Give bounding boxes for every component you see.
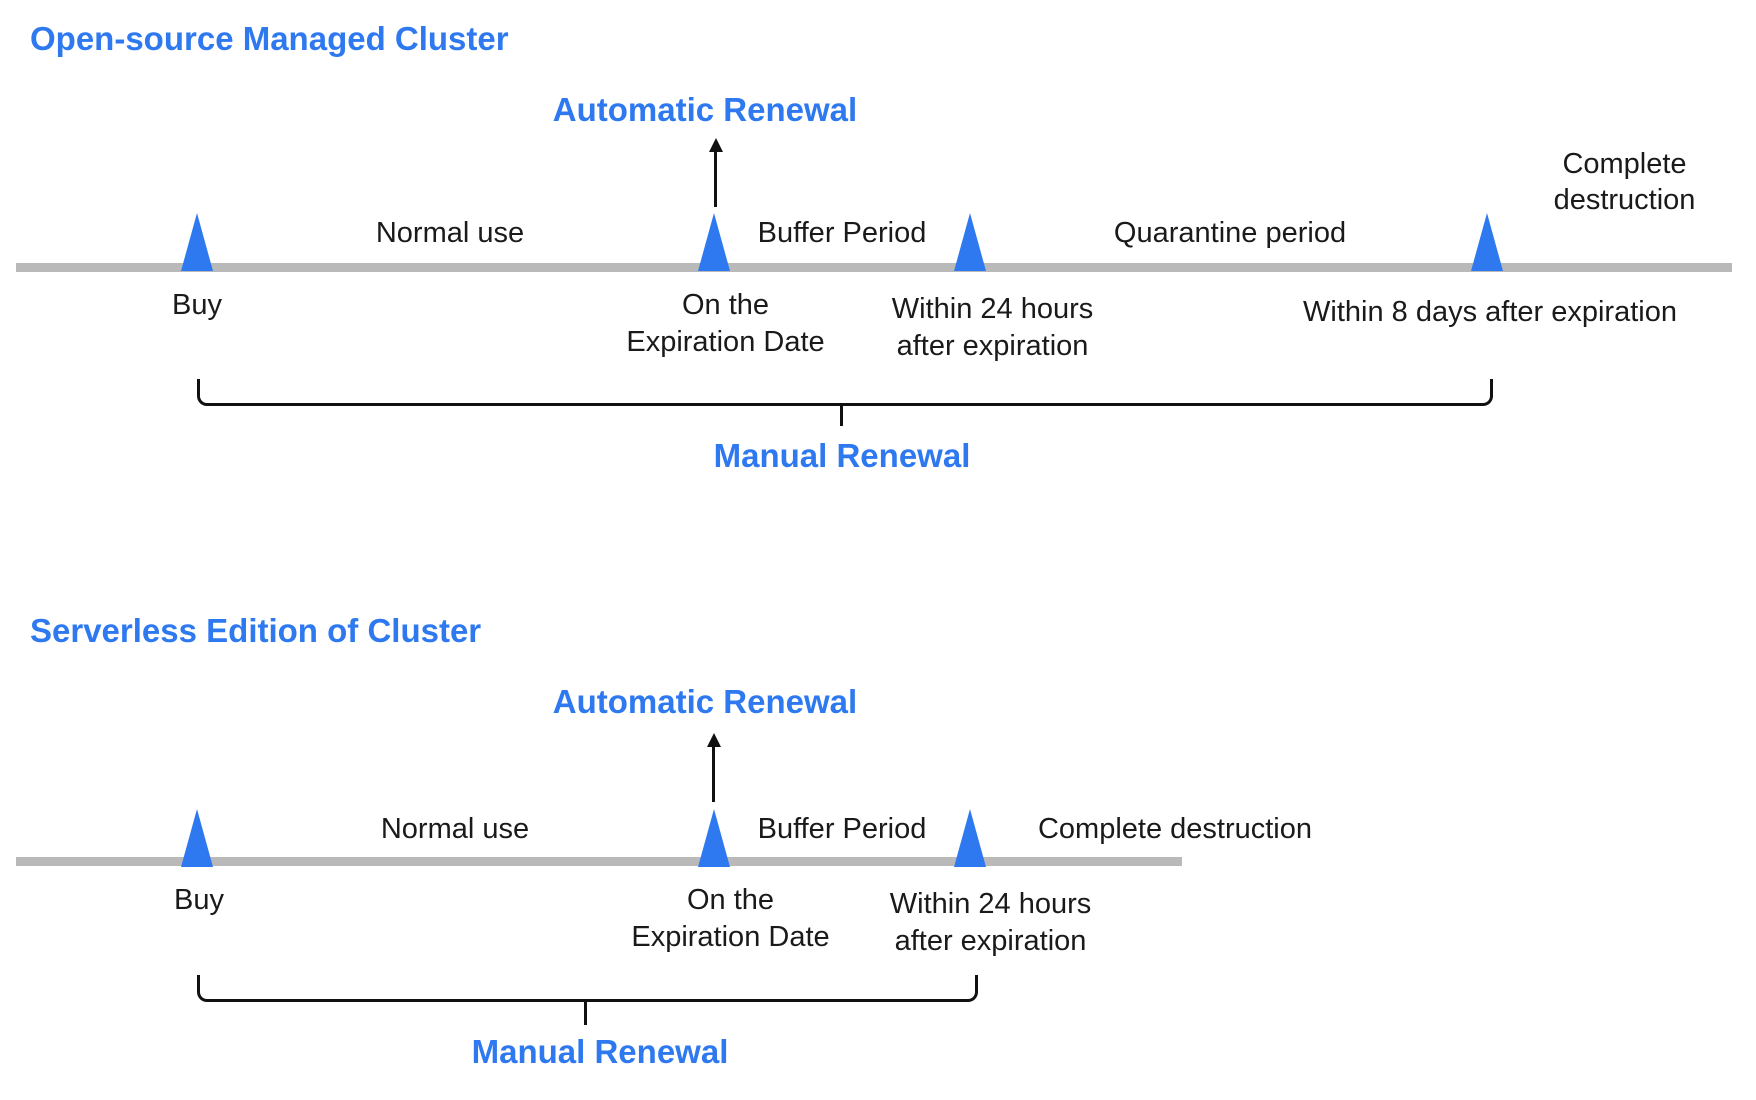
manual-renewal-label: Manual Renewal [713, 437, 971, 474]
section-open-source-managed-cluster: Open-source Managed Cluster Automatic Re… [0, 0, 1756, 530]
milestone-marker-8-days [1471, 213, 1503, 271]
milestone-label-8-days: Within 8 days after expiration [1303, 296, 1677, 328]
arrow-up-shaft [714, 150, 717, 207]
milestone-label-24-hours: Within 24 hours after expiration [891, 293, 1094, 362]
milestone-label-24-hours: Within 24 hours after expiration [889, 888, 1092, 957]
milestone-label-expiration-date: On the Expiration Date [631, 884, 830, 953]
manual-renewal-bracket [197, 975, 978, 1002]
milestone-marker-buy [181, 809, 213, 867]
milestone-marker-expiration-date [698, 213, 730, 271]
section-title: Serverless Edition of Cluster [30, 612, 482, 649]
timeline-line [16, 857, 1182, 866]
phase-label-buffer-period: Buffer Period [757, 813, 927, 845]
milestone-label-buy: Buy [174, 884, 224, 916]
arrow-up-icon [709, 138, 723, 152]
milestone-label-expiration-date: On the Expiration Date [626, 289, 825, 358]
phase-label-complete-destruction: Complete destruction [1037, 813, 1313, 845]
section-title: Open-source Managed Cluster [30, 20, 509, 57]
section-serverless-edition-of-cluster: Serverless Edition of Cluster Automatic … [0, 530, 1756, 1100]
phase-label-quarantine-period: Quarantine period [1113, 217, 1347, 249]
manual-renewal-bracket-tick [584, 1002, 587, 1025]
phase-label-buffer-period: Buffer Period [757, 217, 927, 249]
milestone-marker-expiration-date [698, 809, 730, 867]
manual-renewal-bracket [197, 379, 1493, 406]
milestone-marker-24-hours [954, 809, 986, 867]
milestone-marker-24-hours [954, 213, 986, 271]
milestone-label-buy: Buy [172, 289, 222, 321]
manual-renewal-bracket-tick [840, 403, 843, 426]
arrow-up-shaft [712, 745, 715, 802]
manual-renewal-label: Manual Renewal [471, 1033, 729, 1070]
arrow-up-icon [707, 733, 721, 747]
phase-label-complete-destruction: Complete destruction [1553, 148, 1696, 216]
automatic-renewal-label: Automatic Renewal [552, 683, 858, 720]
phase-label-normal-use: Normal use [380, 813, 530, 845]
timeline-line [16, 263, 1732, 272]
phase-label-normal-use: Normal use [375, 217, 525, 249]
milestone-marker-buy [181, 213, 213, 271]
automatic-renewal-label: Automatic Renewal [552, 91, 858, 128]
